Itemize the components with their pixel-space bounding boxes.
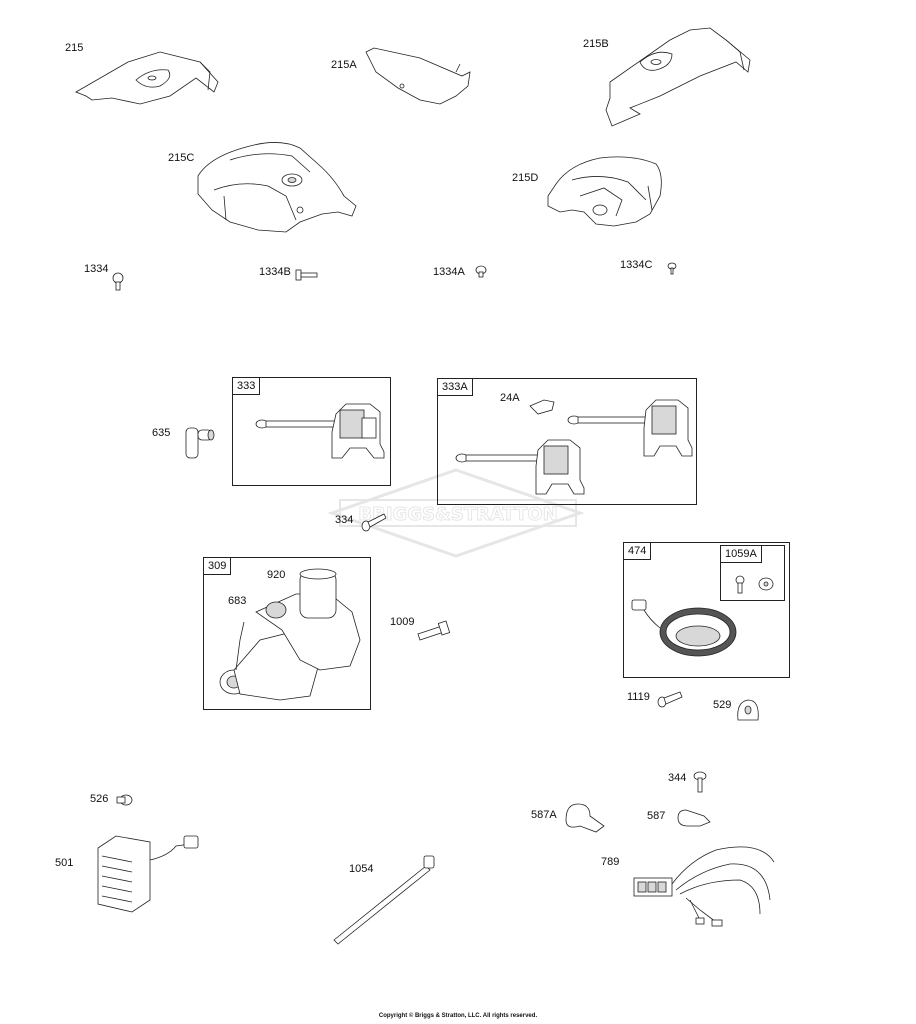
group-box-309: 309: [203, 557, 371, 710]
callout-1334A: 1334A: [433, 266, 465, 278]
watermark-text: BRIGGS&STRATTON: [358, 504, 557, 525]
callout-635: 635: [152, 427, 171, 439]
callout-1334B: 1334B: [259, 266, 291, 278]
part-474-alternator-stator: [631, 599, 737, 657]
part-215C-shroud: [197, 142, 357, 233]
callout-1009: 1009: [390, 616, 415, 628]
box-label-333: 333: [233, 378, 261, 396]
part-1334A-screw: [475, 265, 487, 278]
part-334-screw: [361, 513, 387, 532]
group-box-333A: 333A: [437, 378, 697, 505]
part-344-bolt: [693, 771, 707, 793]
box-label-1059A: 1059A: [721, 546, 762, 564]
box-label-309: 309: [204, 558, 232, 576]
callout-587: 587: [647, 810, 666, 822]
part-529-grommet: [737, 699, 759, 721]
box-label-474: 474: [624, 543, 652, 561]
part-587-clamp: [677, 809, 711, 827]
callout-215A: 215A: [331, 59, 357, 71]
part-215-shroud: [75, 51, 219, 105]
callout-215D: 215D: [512, 172, 539, 184]
callout-1054: 1054: [349, 863, 374, 875]
part-526-screw: [116, 794, 133, 806]
part-1059A-screw-washer: [735, 575, 774, 594]
callout-526: 526: [90, 793, 109, 805]
part-501-regulator: [97, 835, 199, 913]
group-box-1059A: 1059A: [720, 545, 785, 601]
copyright-notice: Copyright © Briggs & Stratton, LLC. All …: [378, 1013, 538, 1019]
part-215D-shroud: [547, 156, 662, 227]
callout-215B: 215B: [583, 38, 609, 50]
callout-1334C: 1334C: [620, 259, 653, 271]
callout-501: 501: [55, 857, 74, 869]
part-215A-shroud: [365, 47, 471, 105]
box-label-333A: 333A: [438, 379, 473, 397]
part-789-wire-harness: [633, 846, 775, 927]
part-1119-screw: [657, 691, 683, 708]
group-box-333: 333: [232, 377, 391, 486]
part-1009-bolt: [417, 620, 451, 641]
part-333-ignition-coil: [255, 403, 385, 459]
callout-24A: 24A: [500, 392, 520, 404]
part-1334-screw: [112, 272, 124, 291]
callout-683: 683: [228, 595, 247, 607]
callout-529: 529: [713, 699, 732, 711]
part-309-starter-motor: [219, 568, 361, 701]
callout-215: 215: [65, 42, 84, 54]
part-1054-cable-tie: [333, 855, 435, 945]
part-1334B-screw: [295, 269, 318, 281]
callout-587A: 587A: [531, 809, 557, 821]
part-635-spark-plug-boot: [185, 427, 215, 459]
part-333A-ignition-coils: [455, 399, 693, 495]
callout-920: 920: [267, 569, 286, 581]
part-1334C-screw: [667, 262, 677, 275]
callout-344: 344: [668, 772, 687, 784]
group-box-474: 474: [623, 542, 790, 678]
callout-789: 789: [601, 856, 620, 868]
part-24A-key: [529, 399, 555, 415]
part-215B-shroud: [605, 27, 751, 127]
callout-1334: 1334: [84, 263, 109, 275]
brand-watermark: BRIGGS&STRATTON: [327, 468, 585, 558]
callout-334: 334: [335, 514, 354, 526]
part-587A-clamp: [565, 803, 605, 833]
callout-1119: 1119: [627, 691, 650, 703]
callout-215C: 215C: [168, 152, 195, 164]
